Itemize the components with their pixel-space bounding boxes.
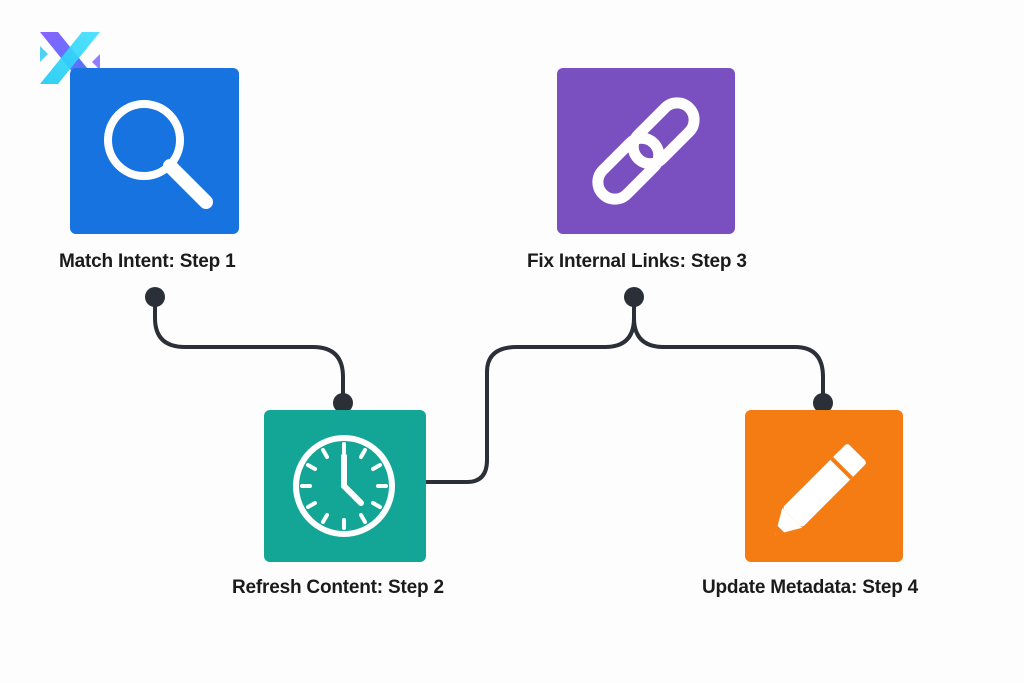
clock-icon	[293, 435, 395, 537]
step1-tile	[70, 68, 239, 234]
connector-step3-step4	[632, 316, 825, 405]
step2-label: Refresh Content: Step 2	[232, 577, 444, 598]
step2-tile	[264, 410, 426, 562]
step1-label: Match Intent: Step 1	[59, 251, 236, 272]
connector-dot-step4-top	[813, 393, 833, 413]
connector-dot-step1	[145, 287, 165, 307]
connector-step1-step2	[153, 295, 345, 405]
pencil-icon	[775, 444, 866, 535]
step4-label: Update Metadata: Step 4	[702, 577, 919, 598]
step4-tile	[745, 410, 903, 562]
step3-tile	[557, 68, 735, 234]
connector-dot-step3	[624, 287, 644, 307]
connector-dot-step2-top	[333, 393, 353, 413]
connector-step2-step3	[425, 295, 636, 484]
chain-link-icon	[592, 97, 700, 205]
step3-label: Fix Internal Links: Step 3	[527, 251, 747, 272]
magnifier-icon	[104, 100, 213, 209]
